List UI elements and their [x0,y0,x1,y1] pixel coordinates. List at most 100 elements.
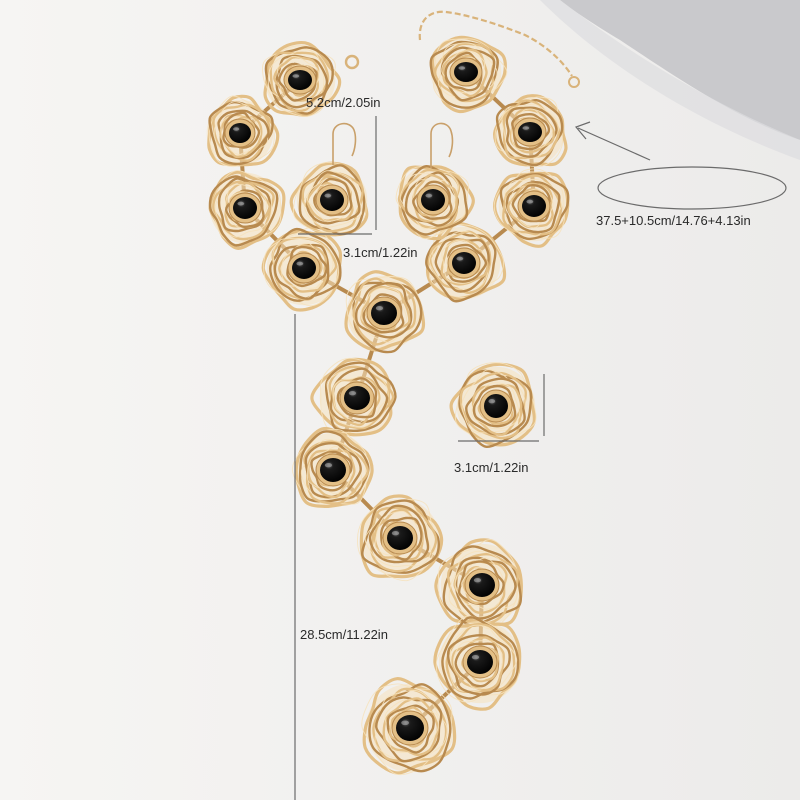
necklace-link-1 [262,41,342,117]
drop-link-5 [433,615,522,711]
necklace-link-7-black-stone [518,122,542,142]
necklace-link-8-wire-loop [511,184,551,223]
necklace-link-5-stone-glint [375,306,384,311]
drop-link-2-wire-highlight [300,438,363,500]
necklace-link-6-stone-glint [458,66,466,70]
drop-link-1 [310,357,397,437]
necklace-link-7-wire-loop [505,106,558,158]
necklace-link-9-wire-loop [429,230,492,294]
drop-link-6-wire-loop [375,696,443,763]
necklace-link-9-wire-loop [425,231,497,303]
necklace-link-1-wire-loop [269,51,330,113]
drop-link-4-wire-loop [457,560,505,606]
necklace-link-1-wire-loop [264,46,334,115]
drop-link-2 [291,426,374,509]
necklace-link-6-wire-loop [444,51,483,92]
earring-right-wire-highlight [399,172,459,230]
earring-hook-right [430,122,454,168]
drop-link-3-black-stone [387,526,413,550]
ring-wire-loop [472,384,517,428]
necklace-link-8-wire-highlight [493,168,565,239]
drop-link-4-wire-loop [454,556,517,620]
earring-left-wire-highlight [303,170,363,228]
necklace-link-3-black-stone [233,197,257,219]
necklace-link-8 [492,168,570,248]
drop-link-4 [434,538,524,630]
earring-left-wire-loop [298,164,366,236]
extension-chain-end [568,76,580,88]
drop-link-3-stone-glint [391,531,400,536]
earring-right-wire-loop [404,171,460,227]
earring-right-stone-glint [425,193,433,198]
drop-link-6-wire-loop [386,704,435,754]
necklace-link-9 [425,221,507,303]
necklace-link-6 [429,35,508,114]
shadow-corner-soft [540,0,800,160]
necklace-link-5 [344,270,426,354]
necklace-link-2-stone-glint [233,127,240,131]
earring-width-label: 3.1cm/1.22in [343,245,418,260]
necklace-link-3 [208,170,286,250]
drop-link-1-wire-highlight [326,367,389,428]
necklace-link-3-wire-loop [208,175,279,247]
necklace-length-ellipse [597,166,787,210]
necklace-link-5-wire-loop [362,293,405,334]
earring-left-wire-loop [313,177,353,217]
earring-height-label: 5.2cm/2.05in [306,95,381,110]
necklace-link-7-wire-loop [493,94,568,167]
drop-link-6-stone-glint [401,720,410,726]
drop-link-4-wire-highlight [454,557,505,610]
drop-link-5-stone-glint [471,655,480,660]
necklace-link-4-stone-glint [296,261,304,266]
necklace-link-2-wire-loop [222,111,261,149]
drop-link-3-wire-loop [373,508,424,561]
drop-link-2-wire-loop [298,430,370,503]
ring-stone-glint [488,399,496,404]
ring-wire-loop [449,362,537,447]
drop-link-2-stone-glint [324,463,333,468]
drop-link-3 [357,494,444,582]
necklace-link-6-wire-loop [433,42,496,103]
drop-link-2-wire-highlight [307,446,352,495]
drop-link-6-black-stone [396,715,424,741]
drop-link-2-wire-loop [294,426,374,509]
necklace-link-5-wire-highlight [345,276,423,353]
drop-link-3-wire-loop [380,516,423,561]
earring-left-stone-glint [324,193,332,198]
drop-link-5-black-stone [467,650,493,674]
necklace-link-4-wire-loop [273,243,330,300]
ring-wire-loop [459,371,528,440]
earring-right-black-stone [421,189,445,211]
drop-link-6-wire-loop [362,677,457,775]
necklace-link-2-wire-highlight [220,115,262,156]
necklace-link-8-black-stone [522,195,546,217]
necklace-link-5-black-stone [371,301,397,325]
drop-link-3-wire-highlight [357,498,437,582]
drop-link-2-wire-highlight [291,428,367,505]
ring-wire-highlight [454,362,537,442]
necklace-link-6-wire-highlight [441,50,486,94]
drop-link-6 [361,677,457,776]
drop-link-5-wire-loop [433,622,522,711]
necklace-link-9-wire-loop [434,237,490,293]
drop-link-5-wire-loop [446,633,511,696]
drop-link-5-wire-loop [445,623,516,694]
drop-length-label: 28.5cm/11.22in [300,627,388,642]
drop-link-4-wire-loop [442,545,522,627]
necklace-link-7-wire-loop [495,98,564,167]
drop-link-1-black-stone [344,386,370,410]
ring-wire-loop [465,377,526,436]
necklace-link-7-wire-highlight [494,96,564,168]
shadow-corner [560,0,800,140]
necklace-link-3-wire-loop [212,180,275,241]
necklace-link-7-stone-glint [522,126,530,130]
necklace-link-1-stone-glint [292,74,300,78]
necklace-link-7-wire-highlight [511,108,553,150]
earring-left-black-stone [320,189,344,211]
dimension-lines [294,116,787,800]
drop-link-4-black-stone [469,573,495,597]
necklace-link-9-wire-highlight [429,230,489,290]
extension-chain [418,10,573,77]
necklace-link-8-wire-loop [507,182,554,229]
